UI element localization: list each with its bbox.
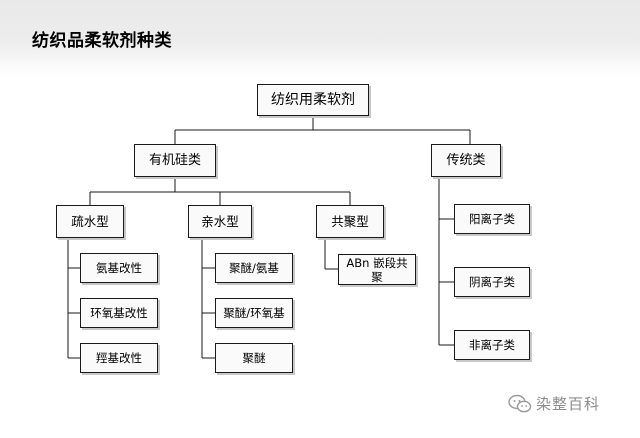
hydrophobic-item: 羥基改性 xyxy=(80,343,158,373)
hydrophobic-item: 环氧基改性 xyxy=(80,298,158,328)
organosilicon-node: 有机硅类 xyxy=(134,144,216,177)
traditional-item: 非离子类 xyxy=(454,330,530,360)
hydrophobic-node: 疏水型 xyxy=(56,205,124,238)
root-node: 纺织用柔软剂 xyxy=(257,84,369,116)
hydrophilic-item: 聚醚/环氧基 xyxy=(215,298,293,328)
copolymer-node: 共聚型 xyxy=(316,205,384,238)
copolymer-item: ABn 嵌段共聚 xyxy=(338,254,416,285)
wechat-icon xyxy=(508,394,532,412)
traditional-item: 阳离子类 xyxy=(454,204,530,234)
traditional-node: 传统类 xyxy=(431,144,501,177)
traditional-item: 阴离子类 xyxy=(454,267,530,297)
watermark: 染整百科 xyxy=(508,393,600,414)
slide-title: 纺织品柔软剂种类 xyxy=(32,31,172,51)
hydrophobic-item: 氨基改性 xyxy=(80,253,158,283)
hydrophilic-item: 聚醚 xyxy=(215,343,293,373)
hydrophilic-node: 亲水型 xyxy=(188,205,252,238)
hydrophilic-item: 聚醚/氨基 xyxy=(215,253,293,283)
header-band xyxy=(0,0,640,78)
watermark-text: 染整百科 xyxy=(536,395,601,413)
